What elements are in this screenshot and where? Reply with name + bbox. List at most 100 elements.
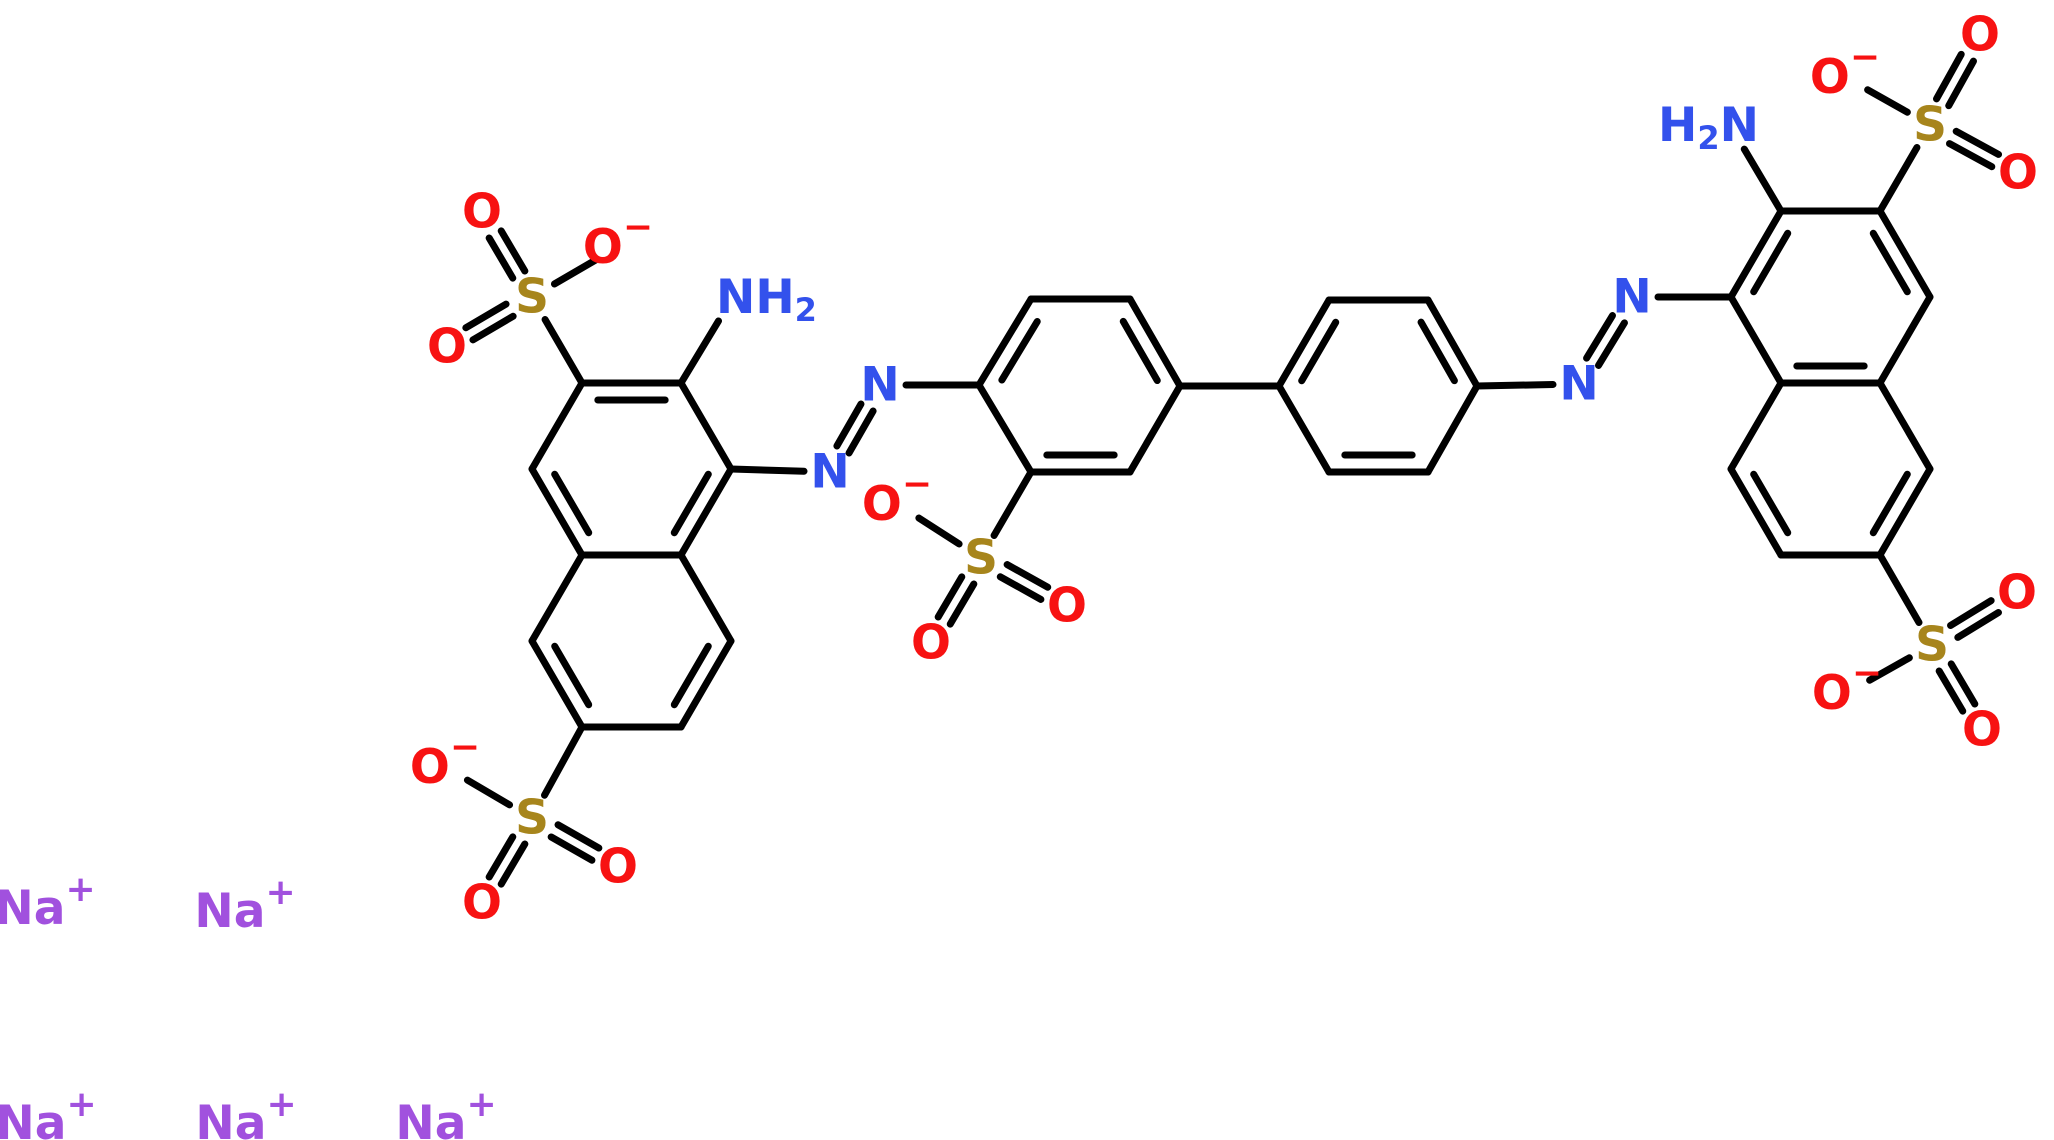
bond-b3-b4-inner (551, 642, 593, 709)
bond-S3-O3b (996, 573, 1045, 603)
bond-S5-O5c (1935, 667, 1967, 715)
bond-g3-g4 (1424, 296, 1481, 390)
bond-g3-g4-inner (1417, 318, 1458, 385)
bond-c1-c2-inner (998, 318, 1041, 384)
bond-S1-O1c (462, 300, 510, 332)
bond-h3-S4 (1876, 143, 1921, 215)
bond-i3-i4 (1727, 465, 1785, 559)
bond-a3-a4 (677, 465, 735, 559)
atom-label-O5b: O− (1812, 653, 1882, 721)
bond-a5-a6 (528, 465, 586, 559)
atom-label-O4a: O− (1810, 37, 1880, 105)
bond-i3-i4-inner (1750, 470, 1792, 537)
atom-label-O2b: O (598, 840, 638, 895)
bond-S3-O3c (934, 573, 966, 621)
bond-a2-Nam1 (677, 317, 723, 387)
atom-label-O2c: O (462, 876, 502, 931)
sodium-ion-Na3: Na+ (0, 1084, 97, 1140)
bond-h4-h5 (1876, 293, 1934, 387)
bond-a6-a1 (528, 379, 586, 473)
bond-g4-g5 (1424, 382, 1481, 476)
bond-S2-O2a (463, 776, 514, 809)
bond-a1-S1 (541, 315, 586, 387)
bond-i1-i2 (1876, 465, 1934, 559)
bond-S1-O1c (469, 312, 517, 344)
atom-label-S5: S (1915, 618, 1949, 673)
bond-h1-h2-inner (1750, 229, 1792, 296)
bond-c3-c4-inner (1119, 317, 1161, 385)
bond-S4-O4c (1952, 127, 2003, 158)
atom-label-Nam1: NH2 (716, 270, 817, 330)
bond-S1-O1a (485, 234, 517, 282)
bond-b3-b4 (528, 637, 586, 731)
bond-h6-h1 (1727, 293, 1785, 387)
bond-b1-b2-inner (670, 642, 712, 709)
bond-c1-c2 (975, 295, 1035, 389)
bond-i1-i2-inner (1869, 470, 1911, 537)
bond-N1a-N1b (845, 407, 877, 457)
bond-b4-a5 (528, 551, 586, 645)
atom-label-Nam2: H2N (1658, 98, 1759, 158)
bond-N2a-N2b (1595, 319, 1628, 369)
bond-a4-b1 (677, 551, 735, 645)
bond-c6-c1 (975, 381, 1035, 476)
bond-g6-g1 (1275, 382, 1333, 476)
atom-label-O5a: O (1997, 566, 2037, 621)
bond-a3-N1a (727, 465, 808, 475)
bond-S4-O4b (1945, 57, 1977, 110)
bond-S5-O5a (1947, 597, 1995, 629)
bond-i2-S5 (1876, 551, 1923, 626)
bond-S2-O2b (554, 821, 603, 852)
bond-S3-O3a (915, 514, 963, 548)
bond-N2a-N2b (1583, 312, 1616, 362)
bond-S2-O2b (547, 833, 596, 864)
atom-label-S2: S (515, 791, 549, 846)
atom-label-O2a: O− (410, 727, 480, 795)
bond-S4-O4a (1864, 86, 1911, 116)
bond-S5-O5c (1947, 660, 1979, 708)
atom-label-N2b: N (1612, 270, 1651, 325)
atom-label-S1: S (515, 270, 549, 325)
bond-h3-h4 (1876, 207, 1934, 301)
bond-S5-O5b (1866, 654, 1913, 684)
atom-label-O1c: O (427, 320, 467, 375)
atom-label-O1b: O− (583, 207, 653, 275)
bond-S3-O3b (1003, 561, 1052, 591)
atom-label-O3b: O (1047, 579, 1087, 634)
bond-c4-c5 (1126, 382, 1184, 476)
bond-c3-c4 (1126, 295, 1184, 390)
bond-S3-O3c (946, 580, 978, 628)
sodium-ion-Na5: Na+ (395, 1084, 496, 1140)
bond-a5-a6-inner (551, 470, 593, 537)
bond-g1-g2-inner (1298, 318, 1340, 385)
atom-label-N2a: N (1559, 357, 1598, 412)
bond-a3-a4-inner (670, 470, 712, 537)
bond-g1-g2 (1275, 296, 1333, 390)
bond-g4-N2a (1473, 381, 1557, 390)
bond-i4-h6 (1727, 379, 1785, 473)
bond-a2-a3 (677, 379, 735, 473)
bond-h1-h2 (1727, 207, 1785, 301)
bond-h5-i1 (1876, 379, 1934, 473)
atom-label-O3a: O− (862, 464, 932, 532)
sodium-ion-Na2: Na+ (194, 872, 295, 939)
atom-label-O5c: O (1962, 703, 2002, 758)
atom-label-S4: S (1913, 98, 1947, 153)
atom-label-O4c: O (1998, 146, 2038, 201)
sodium-ion-Na4: Na+ (195, 1084, 296, 1140)
bond-c6-S3 (990, 468, 1035, 540)
bond-S2-O2c (497, 840, 529, 888)
bond-S2-O2c (485, 833, 517, 881)
atom-label-O3c: O (911, 616, 951, 671)
bond-h3-h4-inner (1869, 229, 1911, 296)
bond-S1-O1b (550, 256, 600, 288)
sodium-ion-Na1: Na+ (0, 869, 96, 936)
bond-S5-O5a (1954, 609, 2002, 641)
bond-S4-O4b (1933, 50, 1965, 103)
bond-S4-O4c (1945, 140, 1996, 171)
bond-S1-O1a (497, 227, 529, 275)
bond-N1a-N1b (833, 400, 865, 450)
atom-label-N1a: N (810, 445, 849, 500)
